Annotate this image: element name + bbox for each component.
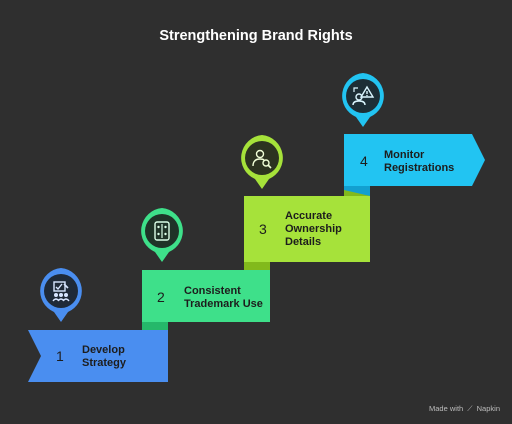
footer-brand: Napkin — [476, 404, 500, 413]
page-title: Strengthening Brand Rights — [159, 28, 353, 44]
monitor-alert-icon — [352, 85, 375, 106]
step-1-number: 1 — [56, 348, 64, 364]
step-1-banner — [28, 330, 168, 382]
step-3-notch — [344, 190, 370, 196]
step-4-label: Monitor Registrations — [384, 149, 455, 174]
step-2-number: 2 — [157, 289, 165, 305]
step-3-banner — [244, 196, 370, 262]
step-1-pin — [36, 266, 86, 330]
step-3-pin — [237, 133, 287, 197]
step-2-label: Consistent Trademark Use — [184, 285, 263, 310]
strategy-team-icon — [52, 281, 70, 302]
step-2-banner — [142, 270, 270, 322]
step-1-label: Develop Strategy — [82, 344, 127, 369]
step-2-fold — [142, 322, 168, 330]
step-3-label: Accurate Ownership Details — [285, 210, 342, 248]
step-4-banner — [344, 134, 485, 186]
step-4-pin — [338, 71, 388, 135]
footer-credit: Made with ⟋ Napkin — [429, 404, 500, 414]
step-3-fold — [244, 262, 270, 270]
user-search-icon — [252, 149, 272, 169]
document-checklist-icon — [154, 221, 170, 241]
napkin-logo-icon: ⟋ — [467, 404, 473, 413]
step-2-pin — [137, 206, 187, 270]
step-4-number: 4 — [360, 153, 368, 169]
step-3-number: 3 — [259, 221, 267, 237]
footer-made-with: Made with — [429, 404, 464, 413]
